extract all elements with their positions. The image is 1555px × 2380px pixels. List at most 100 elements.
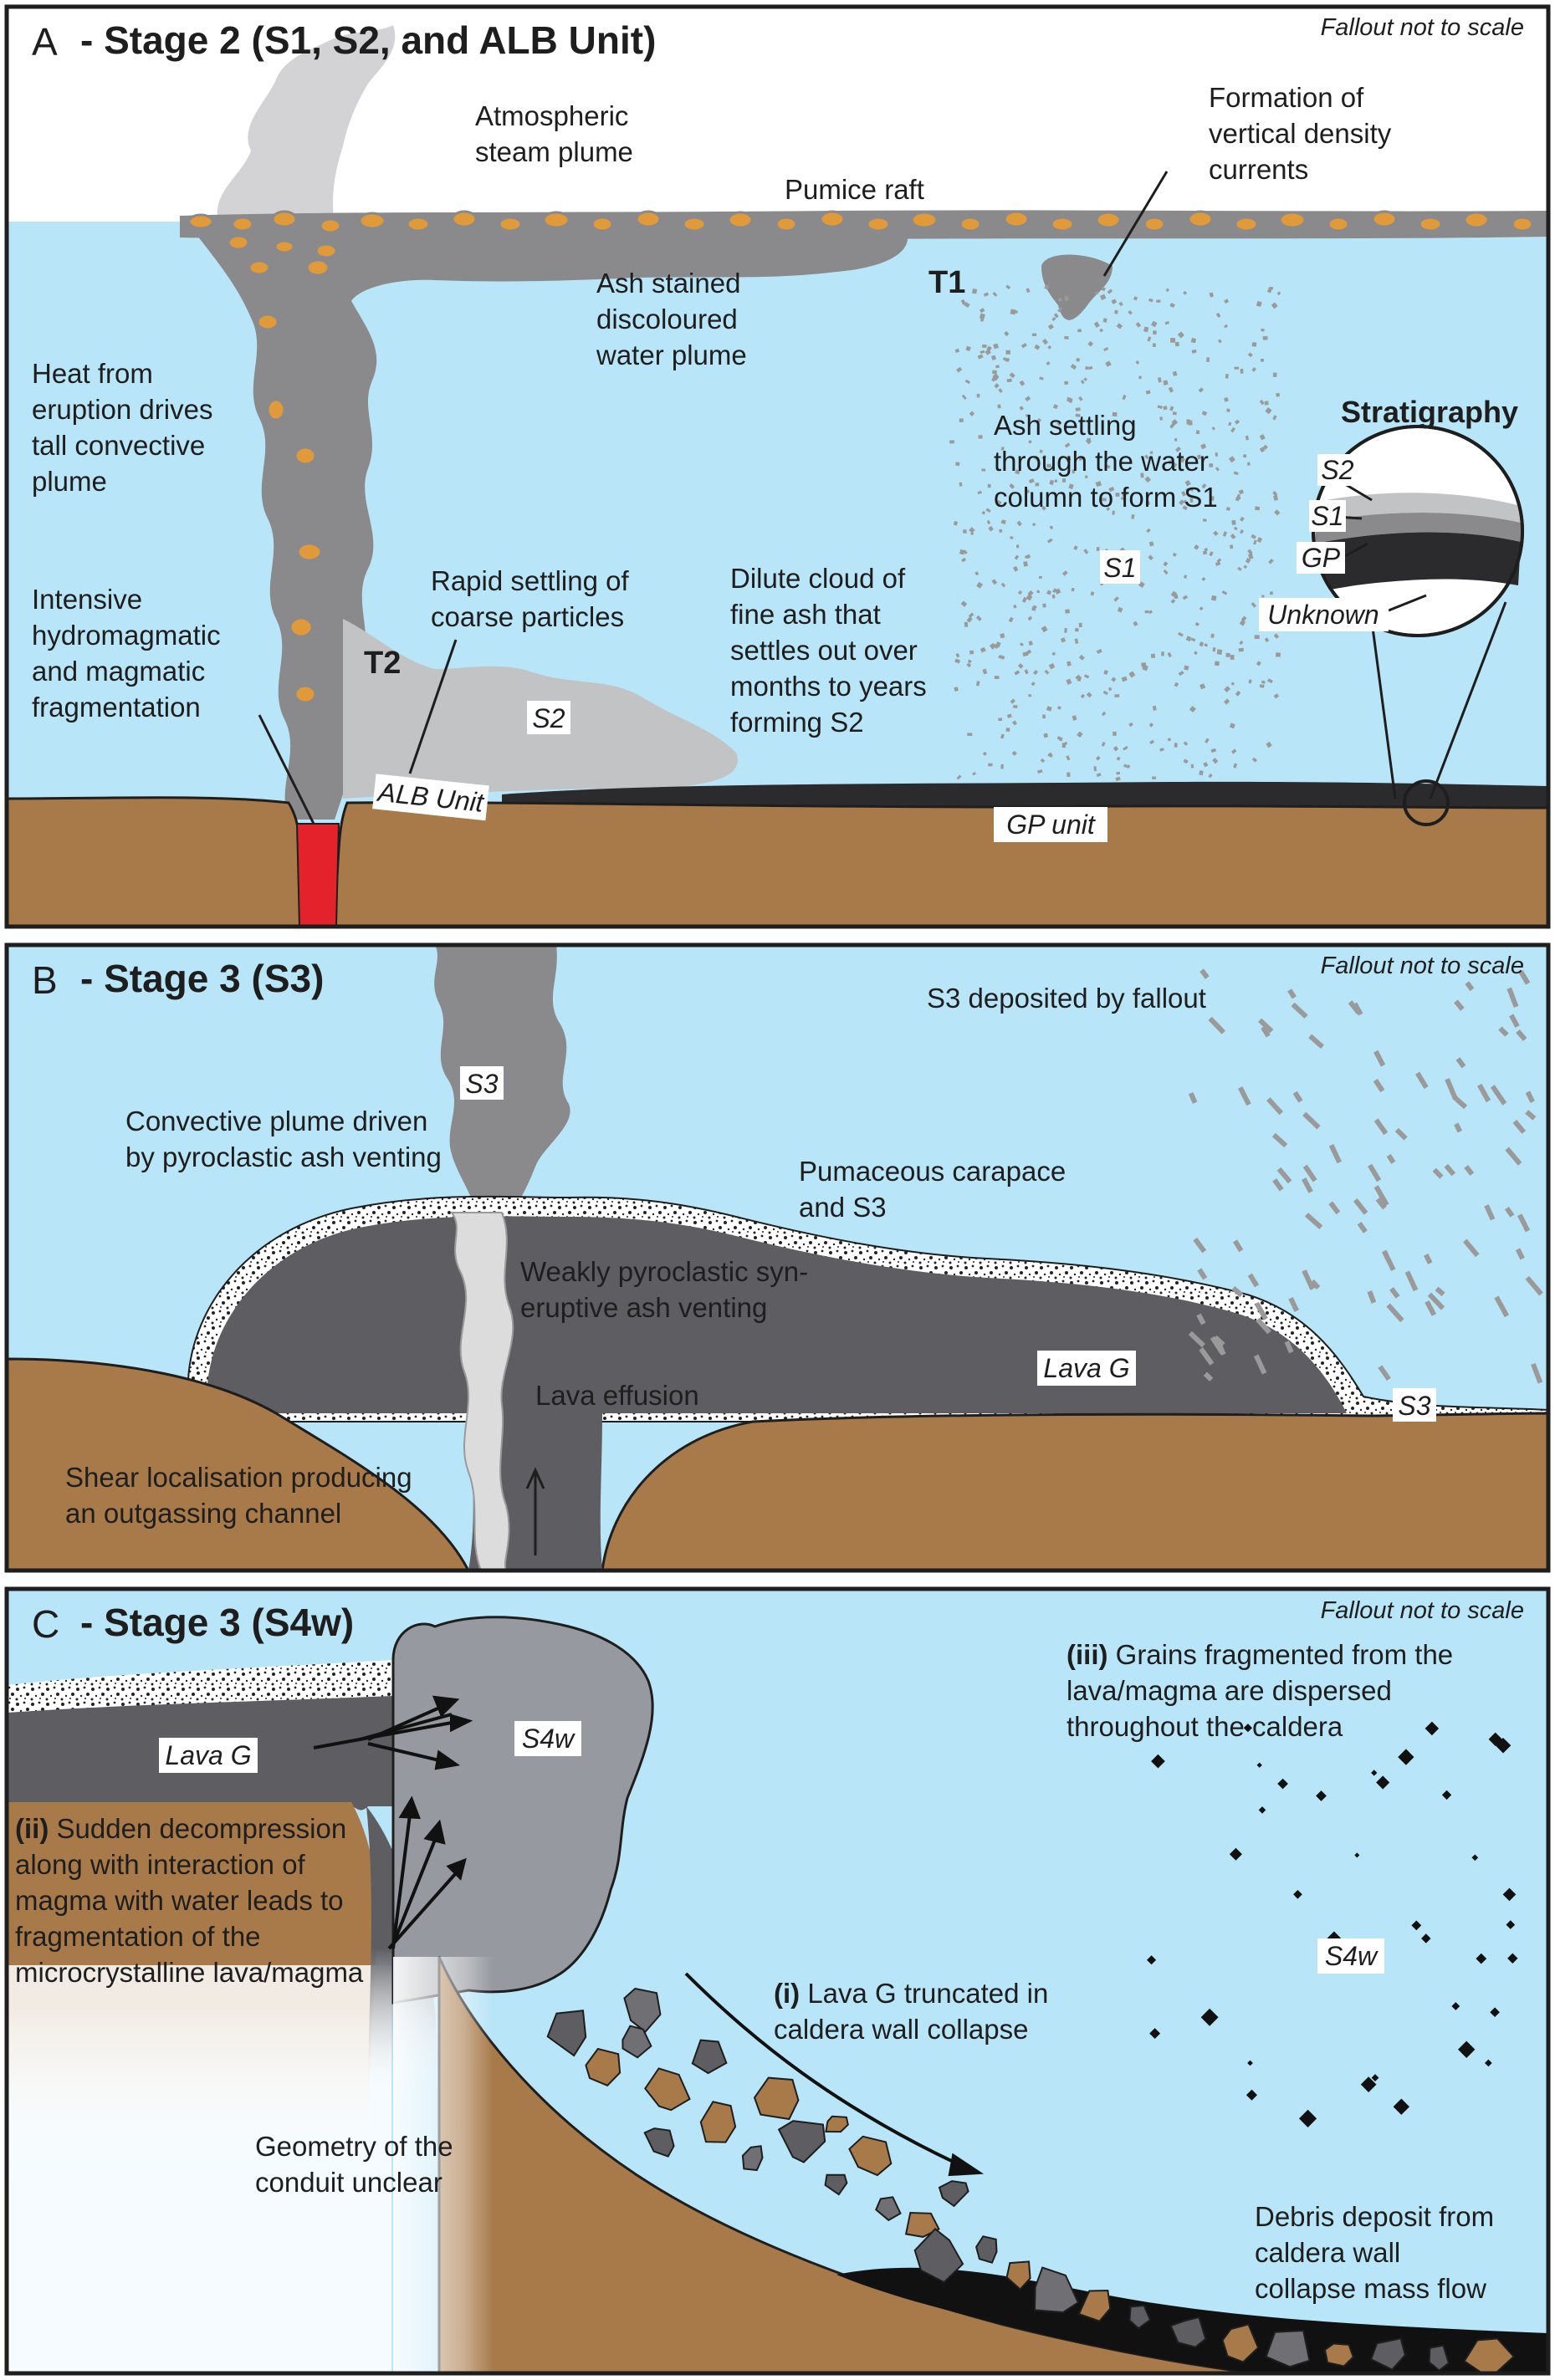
s1-speck (953, 520, 959, 526)
s1-speck (1046, 361, 1051, 365)
s1-speck (1238, 489, 1245, 495)
s1-speck (1053, 313, 1059, 319)
s1-speck (1106, 507, 1111, 512)
s1-speck (1056, 421, 1061, 426)
s1-speck (1008, 616, 1014, 623)
s1-speck (1248, 553, 1254, 559)
s1-speck (1212, 647, 1216, 652)
s1-speck (1006, 713, 1012, 718)
panel-a-scale-note: Fallout not to scale (1321, 14, 1524, 41)
s1-speck (1075, 674, 1081, 680)
s1-speck (1179, 499, 1185, 506)
s1-speck (1043, 733, 1049, 738)
s1-speck (1210, 633, 1215, 639)
s1-speck (1261, 680, 1266, 684)
s1-speck (1072, 715, 1077, 721)
s1-speck (1186, 419, 1191, 425)
s3-dash (1444, 1163, 1456, 1177)
s1-speck (1169, 406, 1174, 411)
grain (1502, 1887, 1517, 1902)
s1-speck (1209, 462, 1214, 467)
debris-block (1169, 2316, 1207, 2348)
s1-speck (1266, 288, 1272, 294)
panel-a-ground (7, 796, 1548, 927)
s3-dash (1284, 1341, 1294, 1354)
s1-speck (1254, 635, 1260, 640)
s1-speck (1183, 758, 1189, 764)
s3-dash (1254, 1301, 1268, 1320)
s1-speck (1152, 705, 1157, 711)
debris-block (691, 2039, 728, 2075)
debris-block (777, 2120, 826, 2163)
s1-speck (1087, 340, 1094, 347)
s1-speck (1247, 352, 1253, 358)
s1-speck (960, 299, 966, 305)
s1-speck (1174, 743, 1178, 748)
s3-dash (1210, 1336, 1225, 1355)
s1-speck (1195, 430, 1200, 435)
s3-dash (1424, 1254, 1433, 1264)
s1-speck (989, 642, 996, 650)
grain (1441, 1790, 1452, 1800)
s1-speck (1240, 368, 1244, 374)
s1-speck (1171, 462, 1178, 468)
s1-speck (1163, 406, 1168, 411)
s1-speck (1185, 488, 1190, 493)
debris-block (938, 2180, 969, 2208)
s3-dash (1389, 1287, 1400, 1299)
s3-dash (1328, 1201, 1341, 1215)
s3-dash (1498, 1026, 1509, 1037)
s1-speck (1048, 662, 1056, 670)
s1-speck (1120, 497, 1126, 501)
s1-speck (1078, 396, 1083, 401)
s1-speck (997, 404, 1001, 409)
s3-dash (1256, 1317, 1271, 1335)
svg-text:S4w: S4w (1325, 1941, 1379, 1971)
grain (1506, 1920, 1516, 1929)
tag-s4w-grains: S4w (1317, 1938, 1384, 1974)
s1-speck (999, 654, 1004, 659)
grain (1425, 1721, 1440, 1736)
s1-speck (1163, 569, 1169, 575)
s3-dash (1302, 1164, 1317, 1182)
s1-speck (1051, 594, 1056, 599)
s3-dash (1188, 1092, 1198, 1104)
s1-speck (1251, 534, 1256, 539)
s1-speck (995, 641, 1001, 648)
s1-speck (1135, 360, 1140, 365)
s1-speck (1096, 648, 1102, 655)
s1-speck (1133, 621, 1138, 627)
s1-speck (1000, 519, 1006, 525)
s1-speck (1274, 509, 1281, 516)
s1-speck (1071, 587, 1075, 592)
s1-speck (1159, 416, 1164, 421)
s3-dash (1247, 1273, 1260, 1288)
panel-c-scale-note: Fallout not to scale (1321, 1597, 1524, 1624)
s1-speck (1067, 661, 1072, 667)
s1-speck (1273, 633, 1280, 639)
s1-speck (949, 440, 954, 444)
s1-speck (1020, 343, 1027, 349)
s1-speck (1189, 487, 1194, 492)
grain (1149, 2028, 1161, 2039)
s1-speck (1094, 291, 1099, 295)
s1-speck (1146, 528, 1151, 534)
s1-speck (1028, 641, 1033, 646)
debris-block (875, 2196, 902, 2222)
s1-speck (995, 500, 1002, 507)
s3-dash (1199, 968, 1210, 979)
s1-speck (964, 301, 970, 308)
s3-dash (1525, 1275, 1543, 1296)
debris-block (1221, 2323, 1260, 2363)
s1-speck (969, 527, 975, 534)
s1-speck (1224, 396, 1229, 402)
s1-speck (1194, 621, 1199, 626)
s1-speck (1172, 552, 1177, 557)
s3-dash (1266, 1097, 1284, 1116)
s1-speck (1128, 310, 1133, 315)
s1-speck (1060, 637, 1066, 643)
s1-speck (1117, 606, 1123, 613)
s1-speck (1011, 750, 1017, 756)
s1-speck (1169, 303, 1175, 308)
s1-speck (1224, 686, 1230, 692)
